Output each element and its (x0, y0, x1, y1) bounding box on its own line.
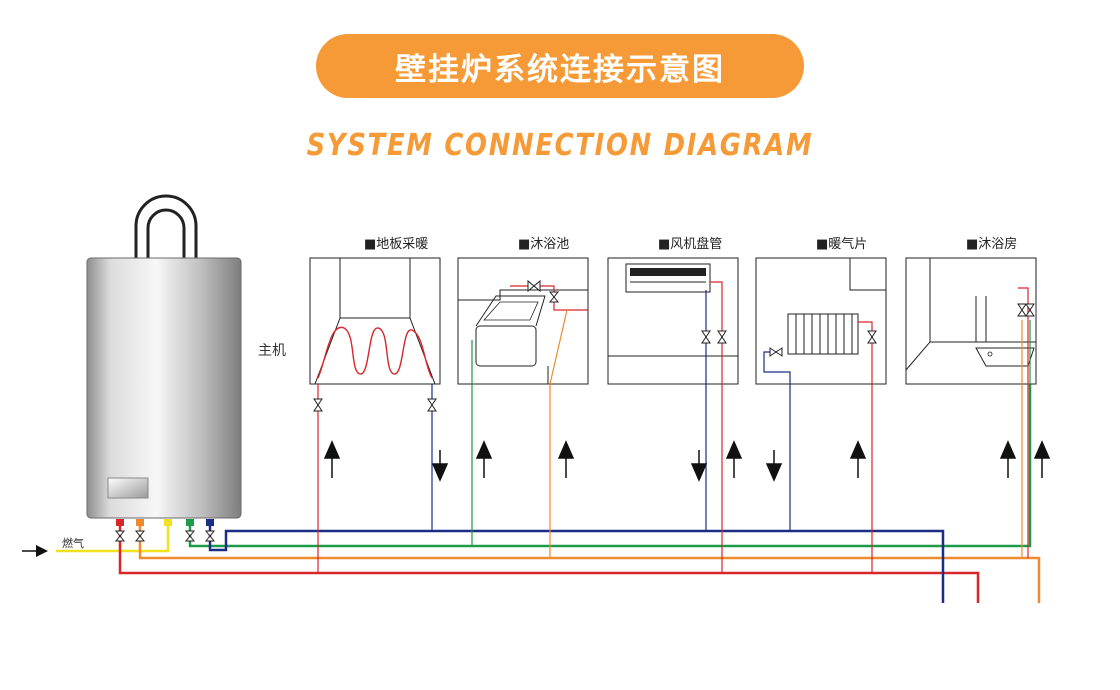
boiler-outlets (116, 519, 214, 526)
blue-pipe (208, 526, 945, 603)
valve-icon (1025, 303, 1035, 317)
valve-icon (769, 347, 783, 357)
arrow-up-icon (475, 440, 493, 478)
arrow-up-icon (999, 440, 1017, 478)
gas-inlet: 燃气 (22, 536, 84, 557)
room-label: ■风机盘管 (658, 236, 722, 252)
room-label: ■沐浴池 (518, 237, 569, 252)
main-pipes (56, 370, 1041, 603)
valve-icon (427, 398, 437, 412)
flow-arrows (323, 440, 1051, 482)
heating-coil (317, 326, 433, 379)
outlet-red (116, 519, 124, 526)
arrow-up-icon (557, 440, 575, 478)
boiler-display (107, 477, 149, 499)
page-subtitle: SYSTEM CONNECTION DIAGRAM (306, 128, 814, 163)
room-floor-heating: ■地板采暖 (309, 237, 441, 573)
orange-pipe (138, 526, 1041, 603)
valve-icon (1017, 303, 1027, 317)
arrow-up-icon (725, 440, 743, 478)
flue-pipe (134, 194, 198, 258)
valve-icon (717, 330, 727, 344)
red-pipe (118, 526, 980, 603)
arrow-up-icon (849, 440, 867, 478)
boiler-body (86, 257, 242, 519)
room-label: ■暖气片 (816, 236, 867, 252)
outlet-green (186, 519, 194, 526)
room-label: ■地板采暖 (364, 237, 428, 252)
room-shower: ■沐浴房 (905, 236, 1037, 558)
title-banner: 壁挂炉系统连接示意图 (316, 34, 804, 98)
outlet-orange (136, 519, 144, 526)
boiler-label: 主机 (258, 343, 286, 359)
valve-icon (867, 330, 877, 344)
valve-icon (204, 530, 216, 542)
arrow-right-icon (36, 545, 48, 557)
outlet-blue (206, 519, 214, 526)
radiator-icon (787, 313, 859, 355)
boiler-valves (114, 530, 216, 542)
valve-icon (134, 530, 146, 542)
valve-icon (701, 330, 711, 344)
valve-icon (313, 398, 323, 412)
boiler: 主机 (86, 194, 286, 519)
room-valves (313, 279, 1035, 412)
arrow-up-icon (1033, 440, 1051, 478)
arrow-up-icon (323, 440, 341, 478)
bathtub-icon (475, 325, 537, 367)
arrow-down-icon (431, 450, 449, 482)
arrow-down-icon (690, 450, 708, 482)
outlet-yellow (164, 519, 172, 526)
shower-tray-icon (975, 347, 1035, 367)
valve-icon (548, 291, 560, 303)
room-label: ■沐浴房 (966, 236, 1017, 252)
room-fan-coil: ■风机盘管 (607, 236, 739, 573)
valve-icon (184, 530, 196, 542)
valve-icon (114, 530, 126, 542)
page-title: 壁挂炉系统连接示意图 (395, 51, 725, 88)
valve-icon (527, 279, 541, 293)
arrow-down-icon (765, 450, 783, 482)
room-bathtub: ■沐浴池 (457, 237, 589, 558)
gas-label: 燃气 (62, 536, 84, 550)
green-pipe (188, 370, 1032, 548)
room-radiator: ■暖气片 (755, 236, 887, 573)
gas-pipe (56, 526, 170, 553)
